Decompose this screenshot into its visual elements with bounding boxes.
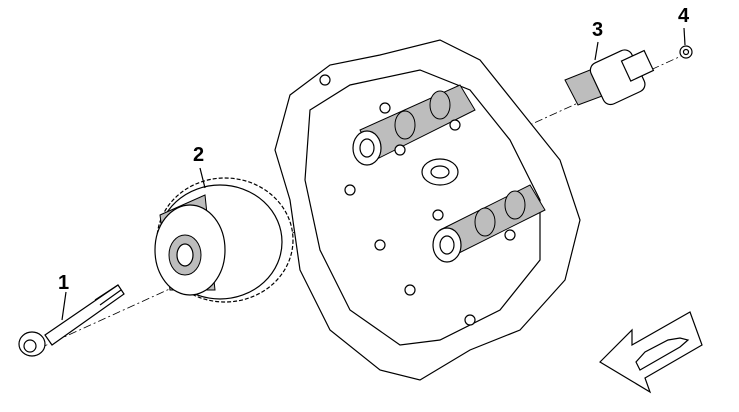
screw <box>679 45 693 59</box>
bolt <box>18 284 125 357</box>
callout-label-1: 1 <box>58 272 70 294</box>
leader-line-4 <box>683 27 686 46</box>
callout-label-2: 2 <box>193 144 205 166</box>
camshaft-sprocket <box>154 177 294 303</box>
lower-camshaft <box>432 184 546 263</box>
upper-camshaft <box>352 84 476 166</box>
cylinder-head <box>274 39 581 381</box>
leader-line-3 <box>594 41 599 61</box>
callout-label-4: 4 <box>678 5 690 27</box>
callout-label-3: 3 <box>592 19 604 41</box>
leader-line-1 <box>61 291 67 321</box>
leader-line-2 <box>199 167 206 189</box>
solenoid-valve <box>564 49 655 106</box>
vehicle-direction-arrow-icon <box>599 311 703 394</box>
